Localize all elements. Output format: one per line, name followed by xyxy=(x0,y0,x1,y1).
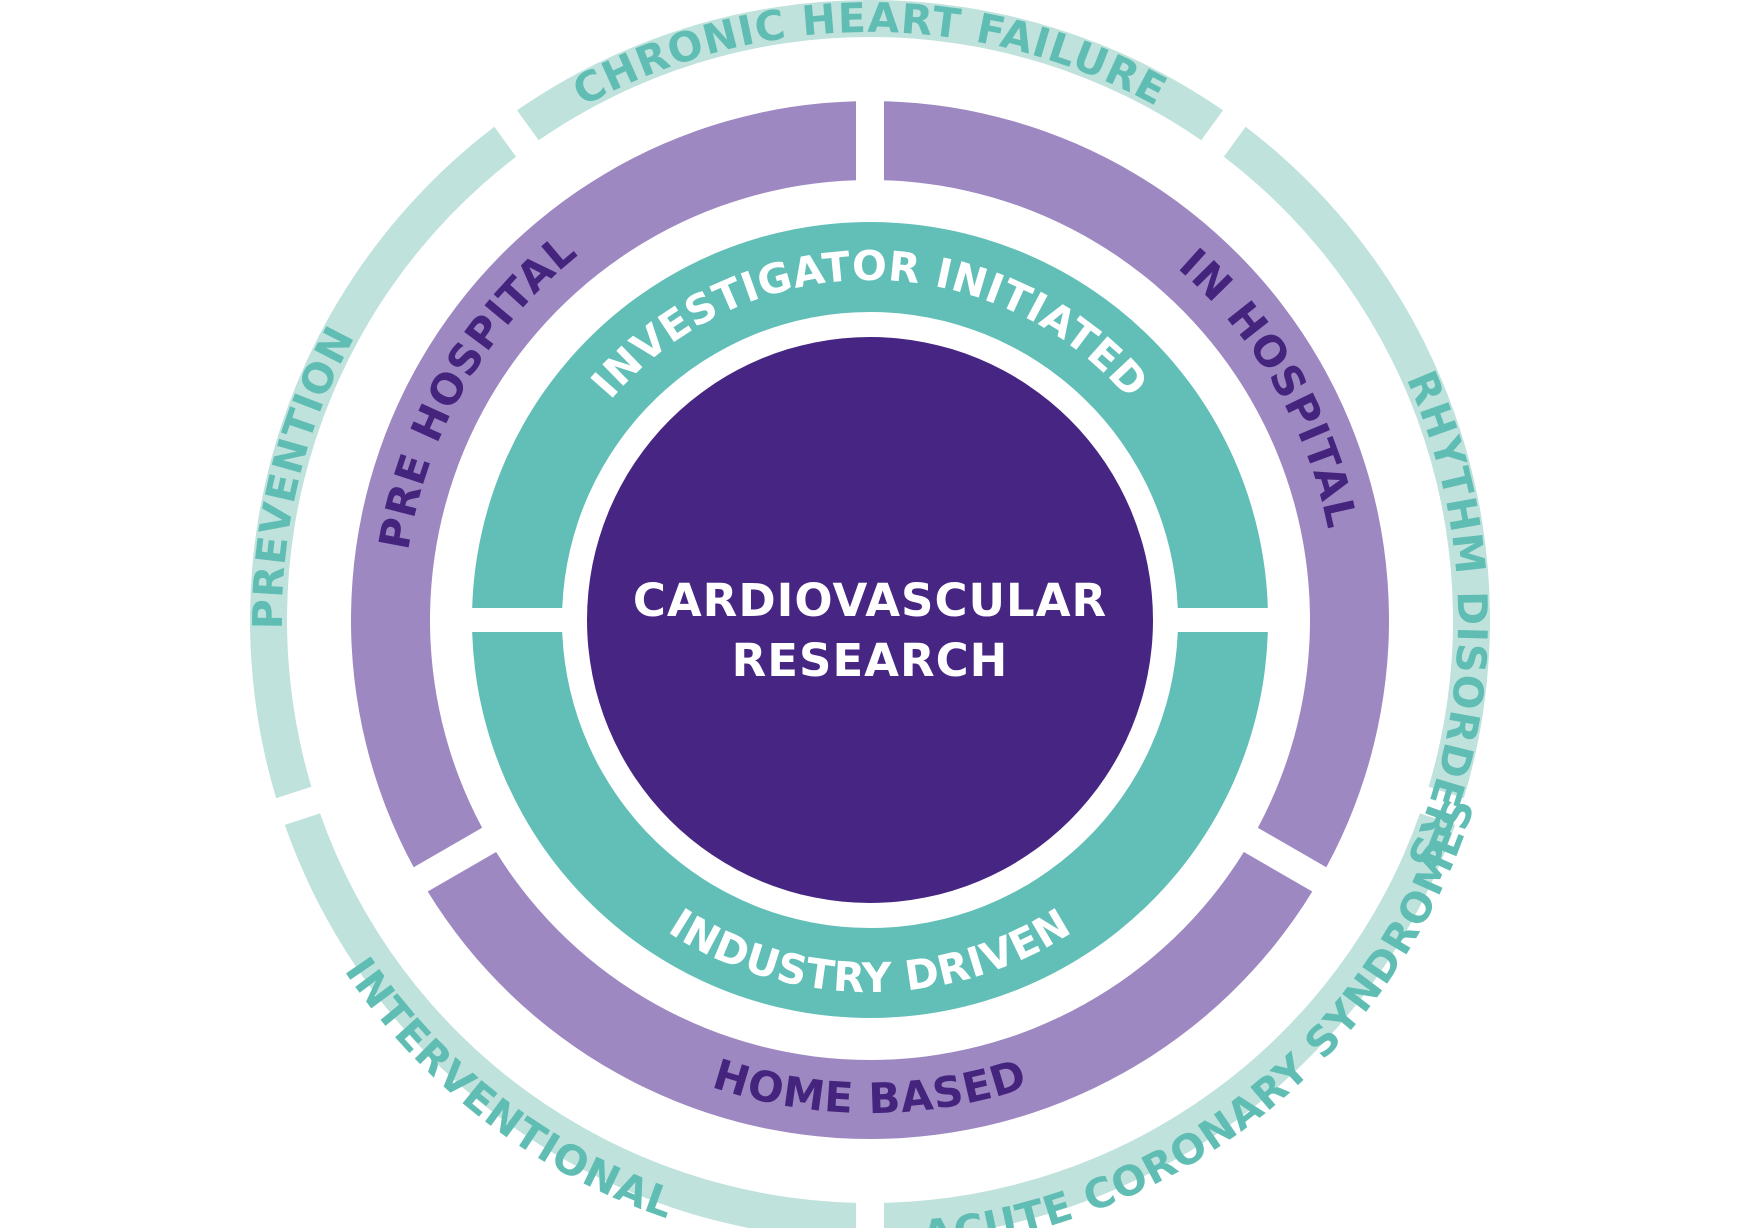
segment-acute-coronary-syndromes xyxy=(883,813,1456,1228)
segment-chronic-heart-failure xyxy=(516,0,1224,141)
segment-in-hospital xyxy=(883,101,1389,868)
segment-industry-driven xyxy=(472,631,1268,1019)
segment-interventional xyxy=(284,813,857,1228)
label-chronic-heart-failure: CHRONIC HEART FAILURE xyxy=(565,0,1175,116)
center-title-line-2: RESEARCH xyxy=(732,634,1009,687)
segment-pre-hospital xyxy=(350,101,857,868)
center-title-line-1: CARDIOVASCULAR xyxy=(633,574,1107,627)
segment-investigator-initiated xyxy=(472,221,1268,609)
inner-ring xyxy=(472,221,1268,1019)
middle-ring xyxy=(350,101,1389,1139)
segment-rhythm-disorders xyxy=(1223,126,1491,799)
outer-ring xyxy=(250,0,1491,1228)
center-disc xyxy=(587,337,1153,903)
segment-home-based xyxy=(427,852,1313,1139)
label-prevention: PREVENTION xyxy=(244,318,364,629)
segment-prevention xyxy=(250,126,517,799)
